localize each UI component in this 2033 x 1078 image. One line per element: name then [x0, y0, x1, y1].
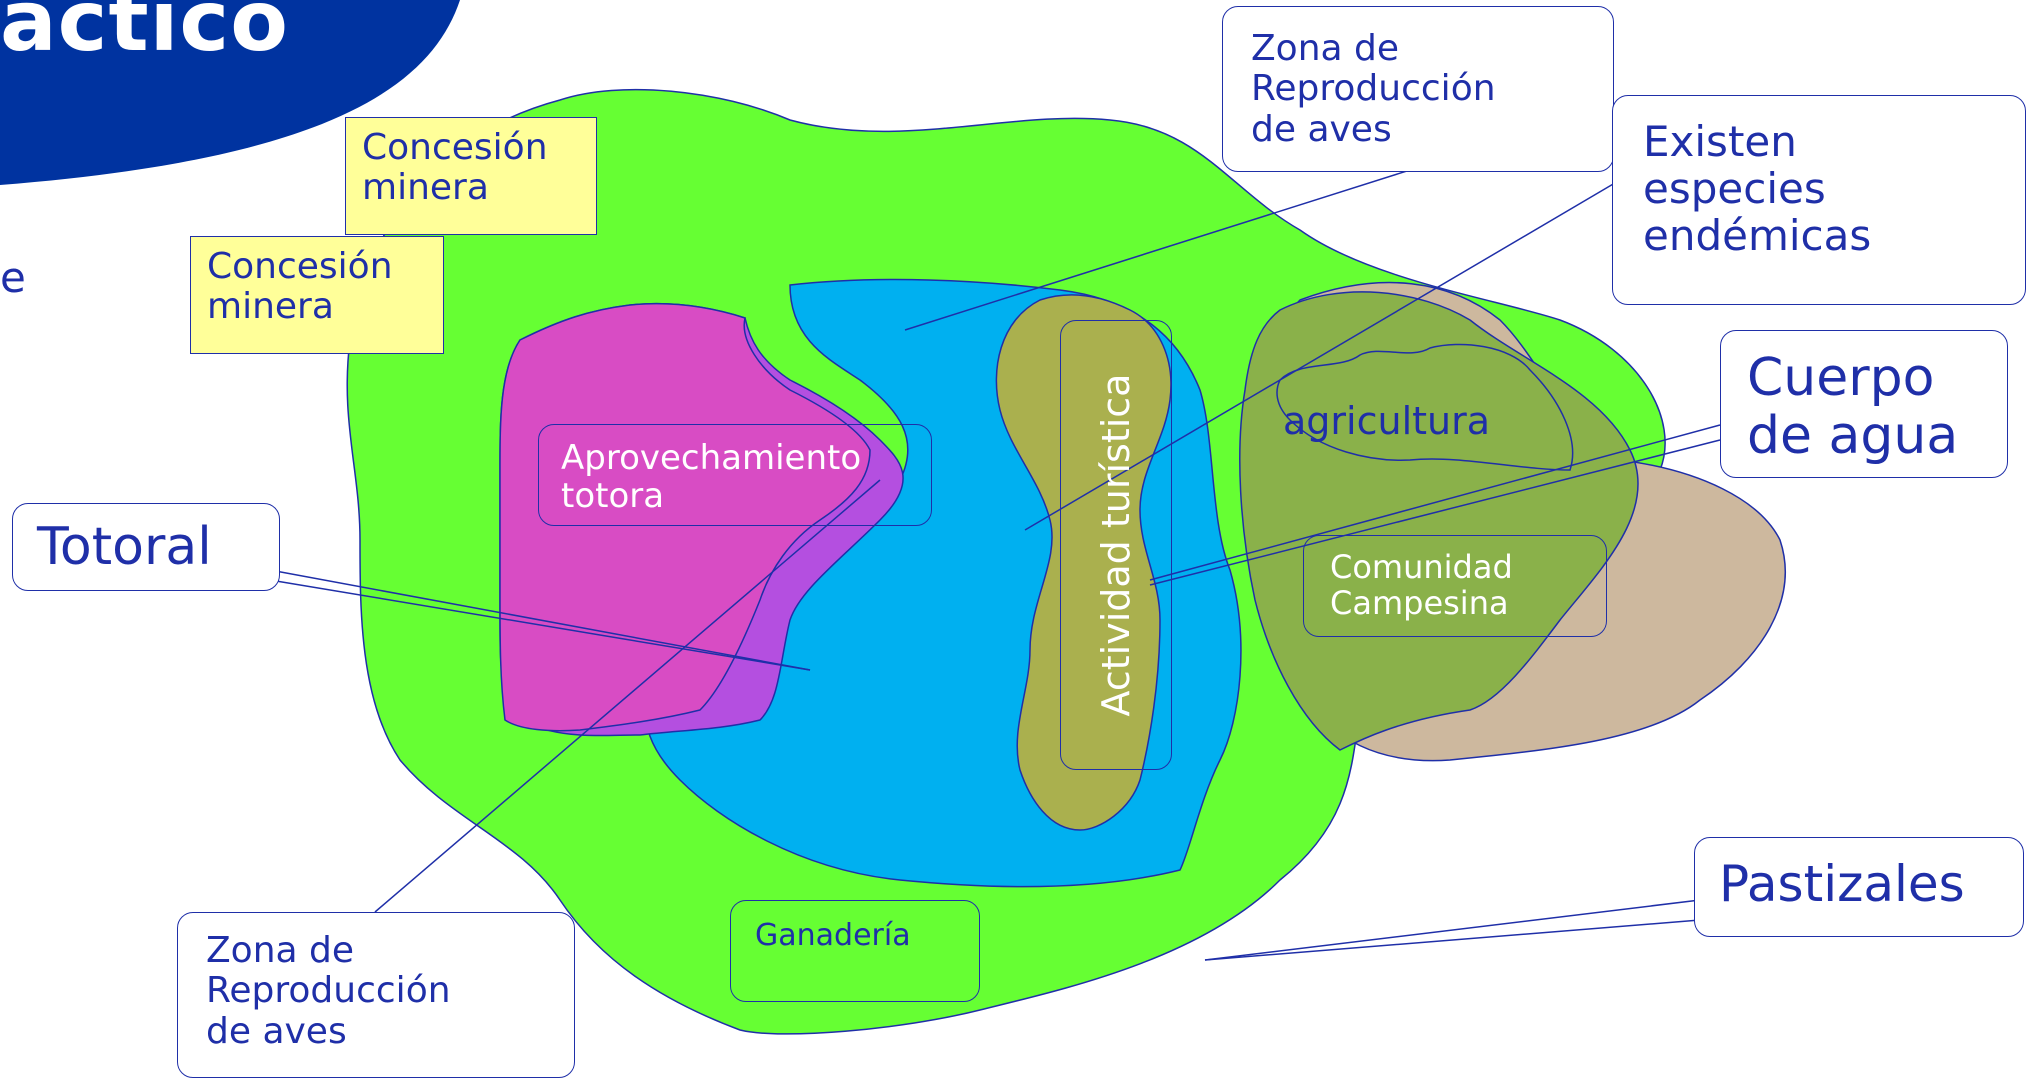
- aprovechamiento-line-2: totora: [561, 476, 665, 517]
- endemicas-line-2: especies: [1643, 164, 1826, 214]
- leader-aprovechamiento: [374, 479, 881, 913]
- agriculture-plot: [1276, 343, 1574, 471]
- tourism-area: [995, 294, 1172, 831]
- totora-magenta: [499, 302, 871, 732]
- leader-pastizales-a: [1204, 899, 1701, 961]
- concesion-1-line-2: minera: [362, 167, 489, 209]
- concesion-2-line-2: minera: [207, 286, 334, 328]
- concesion-1-line-1: Concesión: [362, 127, 548, 168]
- pastizales-text: Pastizales: [1719, 855, 1965, 913]
- actividad-turistica-callout: [1060, 320, 1172, 770]
- leader-totoral-b: [269, 579, 811, 671]
- endemicas-line-1: Existen: [1643, 117, 1797, 166]
- aprovechamiento-totora-callout: Aprovechamiento totora: [538, 424, 932, 526]
- agricultura-label: agricultura: [1283, 400, 1490, 443]
- totoral-callout: Totoral: [12, 503, 280, 591]
- endemicas-line-3: endémicas: [1643, 211, 1872, 261]
- zona-reproduccion-top-callout: Zona de Reproducción de aves: [1222, 6, 1614, 172]
- ganaderia-text: Ganadería: [755, 918, 911, 953]
- aprovechamiento-line-1: Aprovechamiento: [561, 438, 862, 478]
- agriculture-area: [1239, 291, 1639, 751]
- leader-endemicas: [1024, 179, 1621, 531]
- especies-endemicas-callout: Existen especies endémicas: [1612, 95, 2026, 305]
- actividad-text: Actividad turística: [1094, 373, 1138, 717]
- zona-bottom-line-3: de aves: [206, 1010, 347, 1052]
- totoral-text: Totoral: [37, 517, 212, 577]
- leader-cuerpo-b: [1149, 439, 1721, 586]
- cuerpo-line-1: Cuerpo: [1747, 348, 1935, 408]
- zona-bottom-line-2: Reproducción: [206, 970, 451, 1012]
- leader-cuerpo-a: [1149, 424, 1721, 581]
- actividad-turistica-label: Actividad turística: [1090, 325, 1142, 765]
- comunidad-campesina-callout: Comunidad Campesina: [1303, 535, 1607, 637]
- concesion-minera-label-1: Concesión minera: [345, 117, 597, 235]
- zona-bottom-line-1: Zona de: [206, 930, 355, 971]
- agricultura-text: agricultura: [1283, 399, 1491, 443]
- comunidad-line-2: Campesina: [1330, 583, 1509, 622]
- leader-totoral-a: [269, 569, 811, 671]
- side-text: e: [0, 253, 26, 302]
- leader-pastizales-b: [1204, 919, 1701, 961]
- zona-top-line-3: de aves: [1251, 108, 1392, 150]
- pastizales-callout: Pastizales: [1694, 837, 2024, 937]
- zona-top-line-2: Reproducción: [1251, 68, 1496, 110]
- ganaderia-callout: Ganadería: [730, 900, 980, 1002]
- header-banner: [0, 0, 460, 185]
- cuerpo-agua-callout: Cuerpo de agua: [1720, 330, 2008, 478]
- concesion-minera-label-2: Concesión minera: [190, 236, 444, 354]
- leader-lines: [269, 169, 1721, 961]
- header-title: actico: [0, 0, 289, 70]
- comunidad-line-1: Comunidad: [1330, 548, 1513, 586]
- zona-top-line-1: Zona de: [1251, 28, 1400, 69]
- leader-zona-top: [904, 169, 1411, 331]
- cuerpo-line-2: de agua: [1747, 406, 1959, 467]
- zona-reproduccion-bottom-callout: Zona de Reproducción de aves: [177, 912, 575, 1078]
- concesion-2-line-1: Concesión: [207, 246, 393, 287]
